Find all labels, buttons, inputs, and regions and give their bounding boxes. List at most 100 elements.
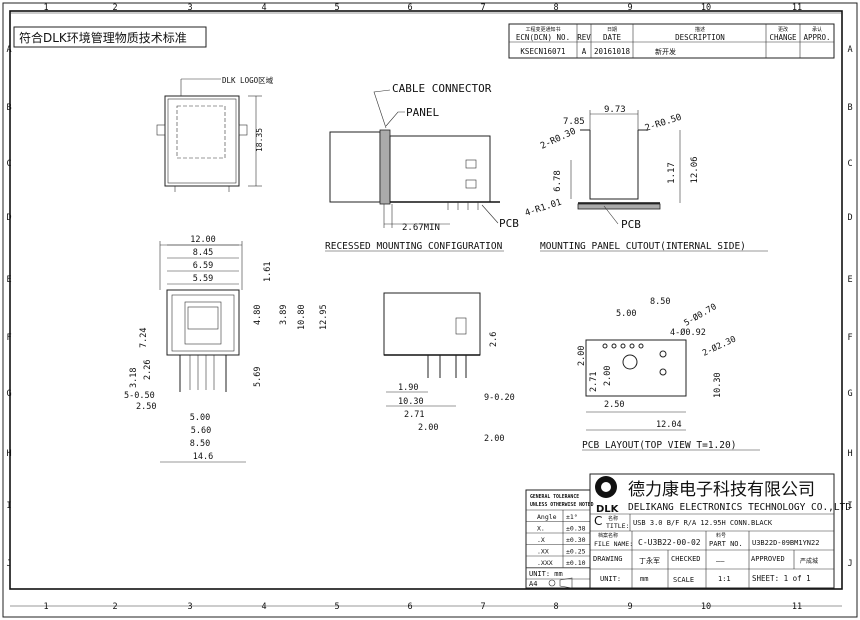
dimension-label: 2.71 — [589, 372, 599, 392]
rev-ecn-value: KSECN16071 — [520, 47, 565, 56]
tolerance-key: .XX — [537, 548, 549, 556]
banner-text: 符合DLK环境管理物质技术标准 — [19, 30, 187, 45]
dimension-label: 14.6 — [193, 452, 213, 462]
rev-head-date: DATE — [603, 33, 622, 42]
tolerance-key: Angle — [537, 513, 557, 521]
dimension-label: 2-Ø2.30 — [701, 334, 738, 359]
tolerance-header-1: GENERAL TOLERANCE — [530, 494, 579, 500]
column-marker: 7 — [480, 602, 485, 612]
tolerance-value: ±0.25 — [566, 548, 586, 556]
dimension-label: 2.00 — [577, 346, 587, 366]
row-marker: G — [6, 389, 11, 399]
tolerance-header-2: UNLESS OTHERWISE NOTED — [530, 502, 594, 508]
row-marker: C — [6, 159, 11, 169]
dim-9-73: 9.73 — [604, 105, 626, 115]
column-marker: 3 — [187, 3, 192, 13]
title-label-cn: 名称 — [608, 515, 618, 522]
row-marker: B — [847, 103, 852, 113]
column-marker: 11 — [792, 3, 802, 13]
row-marker: E — [847, 275, 852, 285]
rev-head-rev: REV — [577, 33, 591, 42]
recessed-title: RECESSED MOUNTING CONFIGURATION — [325, 241, 503, 252]
checked-label: CHECKED — [671, 555, 701, 563]
title-value: USB 3.0 B/F R/A 12.95H CONN.BLACK — [633, 519, 773, 527]
dim-4-r1-01: 4-R1.01 — [524, 198, 563, 219]
checked-value: —— — [716, 557, 725, 565]
pcb-label-cutout: PCB — [621, 218, 641, 231]
rev-head-desc: DESCRIPTION — [675, 33, 725, 42]
dimension-label: 12.00 — [190, 235, 216, 245]
rev-head-appro-cn: 承认 — [812, 26, 822, 33]
tolerance-unit: UNIT: mm — [529, 570, 563, 578]
pcb-layout-title: PCB LAYOUT(TOP VIEW T=1.20) — [582, 440, 736, 451]
tolerance-value: ±1° — [566, 513, 578, 521]
dimension-label: 8.50 — [190, 439, 210, 449]
company-logo: DLK — [595, 476, 620, 515]
column-marker: 7 — [480, 3, 485, 13]
rev-head-ecn: ECN(DCN) NO. — [516, 33, 570, 42]
file-label: FILE NAME: — [594, 540, 633, 548]
dimension-label: 2.26 — [143, 360, 153, 380]
drawing-value: 丁永军 — [639, 556, 660, 565]
column-marker: 11 — [792, 602, 802, 612]
row-marker: J — [847, 559, 852, 569]
dimension-label: 12.04 — [656, 420, 682, 430]
scale-label: SCALE — [673, 576, 694, 584]
row-marker: F — [847, 333, 852, 343]
title-letter: C — [594, 514, 602, 528]
projection-symbol — [548, 577, 573, 589]
column-marker: 8 — [553, 3, 558, 13]
column-marker: 5 — [334, 3, 339, 13]
scale-value: 1:1 — [718, 575, 731, 583]
rev-desc-value: 新开发 — [655, 47, 676, 56]
dimension-label: 5.60 — [191, 426, 211, 436]
dimension-label: 8.50 — [650, 297, 670, 307]
dimension-label: 2.50 — [604, 400, 624, 410]
file-label-cn: 档案名称 — [598, 532, 618, 539]
rev-head-change: CHANGE — [769, 33, 797, 42]
column-marker: 6 — [407, 3, 412, 13]
row-marker: A — [6, 45, 11, 55]
row-marker: D — [847, 213, 852, 223]
company-name-cn: 德力康电子科技有限公司 — [628, 480, 815, 500]
part-label: PART NO. — [709, 540, 743, 548]
sheet-size: A4 — [529, 580, 537, 588]
dimension-label: 8.45 — [193, 248, 213, 258]
approved-label: APPROVED — [751, 555, 785, 563]
tolerance-value: ±0.30 — [566, 536, 586, 544]
rev-head-date-cn: 日期 — [607, 27, 617, 33]
column-marker: 2 — [112, 3, 117, 13]
title-label: TITLE: — [606, 522, 629, 530]
dimension-label: 5.59 — [193, 274, 213, 284]
row-marker: H — [847, 449, 852, 459]
file-value: C-U3B22-00-02 — [638, 538, 701, 547]
dimension-label: 5-Ø0.70 — [682, 301, 719, 328]
cable-connector-label: CABLE CONNECTOR — [392, 82, 492, 95]
unit-label: UNIT: — [600, 575, 621, 583]
column-marker: 1 — [43, 602, 48, 612]
dimension-label: 2.71 — [404, 410, 424, 420]
row-marker: H — [6, 449, 11, 459]
dimension-label: 10.30 — [398, 397, 424, 407]
dimension-label: 5.00 — [190, 413, 210, 423]
row-marker: G — [847, 389, 852, 399]
recessed-view: CABLE CONNECTOR PANEL PCB 2.67MIN RECESS… — [325, 82, 519, 252]
dim-2-r0-50: 2-R0.50 — [644, 113, 683, 134]
dim-6-78: 6.78 — [553, 170, 563, 192]
dimension-label: 2.00 — [418, 423, 438, 433]
title-block: GENERAL TOLERANCE UNLESS OTHERWISE NOTED… — [525, 473, 851, 589]
dim-2-r0-30: 2-R0.30 — [539, 127, 578, 152]
inner-frame — [9, 10, 843, 590]
column-marker: 6 — [407, 602, 412, 612]
dimension-label: 5.00 — [616, 309, 636, 319]
row-marker: C — [847, 159, 852, 169]
pcb-label-recessed: PCB — [499, 217, 519, 230]
panel-label: PANEL — [406, 106, 439, 119]
